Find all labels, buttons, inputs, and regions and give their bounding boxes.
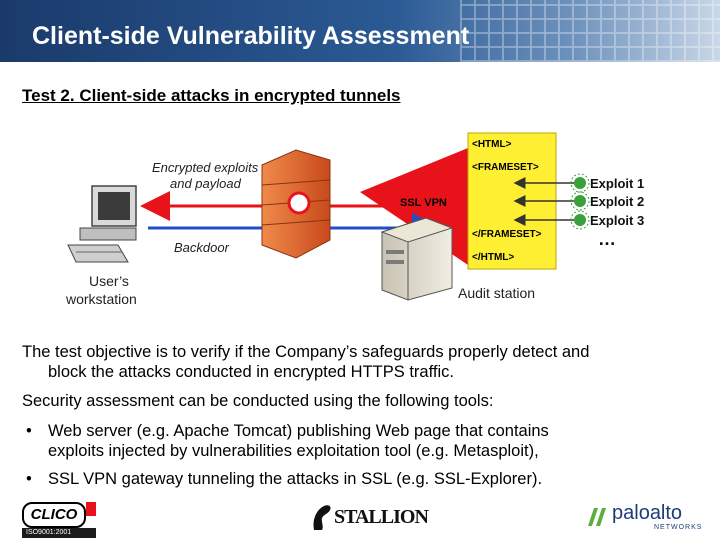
objective-line-2: block the attacks conducted in encrypted… (48, 363, 454, 381)
objective-paragraph: The test objective is to verify if the C… (22, 342, 702, 382)
title-bar: Client-side Vulnerability Assessment (0, 0, 720, 62)
firewall-icon (261, 149, 331, 259)
list-item-text: Web server (e.g. Apache Tomcat) publishi… (48, 421, 698, 461)
clico-logo-text: CLICO (22, 502, 86, 528)
frameset-close-tag: </FRAMESET> (472, 229, 542, 240)
paloalto-logo-sub: NETWORKS (654, 524, 703, 531)
exploit-2-label: Exploit 2 (590, 194, 644, 209)
exploit-3-icon (570, 210, 590, 230)
stallion-horse-icon (313, 505, 331, 530)
exploit-3-label: Exploit 3 (590, 213, 644, 228)
clico-logo: CLICO ISO9001:2001 (22, 502, 98, 538)
html-close-tag: </HTML> (472, 252, 514, 263)
objective-line-1: The test objective is to verify if the C… (22, 343, 590, 361)
list-item-line-2: exploits injected by vulnerabilities exp… (48, 442, 539, 460)
exploit-1-label: Exploit 1 (590, 176, 644, 191)
stallion-logo-text: STALLION (334, 506, 429, 528)
html-open-tag: <HTML> (472, 139, 512, 150)
exploit-2-icon (570, 191, 590, 211)
paloalto-logo: paloalto NETWORKS (586, 502, 701, 532)
slide-title: Client-side Vulnerability Assessment (32, 22, 470, 50)
encrypted-label-line1: Encrypted exploits (152, 160, 259, 175)
slide-subtitle: Test 2. Client-side attacks in encrypted… (22, 86, 401, 105)
list-item-text: SSL VPN gateway tunneling the attacks in… (48, 469, 698, 489)
bullet-marker: • (26, 470, 32, 488)
exploit-1-icon (570, 173, 590, 193)
workstation-label-line1: User’s (89, 273, 129, 289)
clico-logo-mark (86, 502, 96, 516)
header-grid-decoration (460, 0, 720, 62)
list-item-line-1: Web server (e.g. Apache Tomcat) publishi… (48, 422, 549, 440)
workstation-label-line2: workstation (65, 291, 137, 307)
encrypted-label-line2: and payload (170, 176, 242, 191)
frameset-open-tag: <FRAMESET> (472, 162, 539, 173)
attack-diagram: Encrypted exploits and payload Backdoor … (65, 132, 644, 307)
audit-station-server-icon (380, 217, 454, 301)
clico-logo-caption: ISO9001:2001 (22, 528, 96, 538)
exploit-ellipsis: … (598, 229, 616, 249)
audit-station-label: Audit station (458, 285, 535, 301)
list-item-line-1: SSL VPN gateway tunneling the attacks in… (48, 470, 543, 488)
paloalto-logo-text: paloalto (612, 502, 683, 524)
ssl-vpn-label: SSL VPN (400, 197, 447, 209)
bullet-marker: • (26, 422, 32, 440)
workstation-computer-icon (67, 185, 137, 263)
paloalto-mark-icon (588, 508, 606, 526)
stallion-logo: STALLION (310, 502, 429, 534)
backdoor-label: Backdoor (174, 240, 230, 255)
tools-intro-paragraph: Security assessment can be conducted usi… (22, 392, 494, 410)
